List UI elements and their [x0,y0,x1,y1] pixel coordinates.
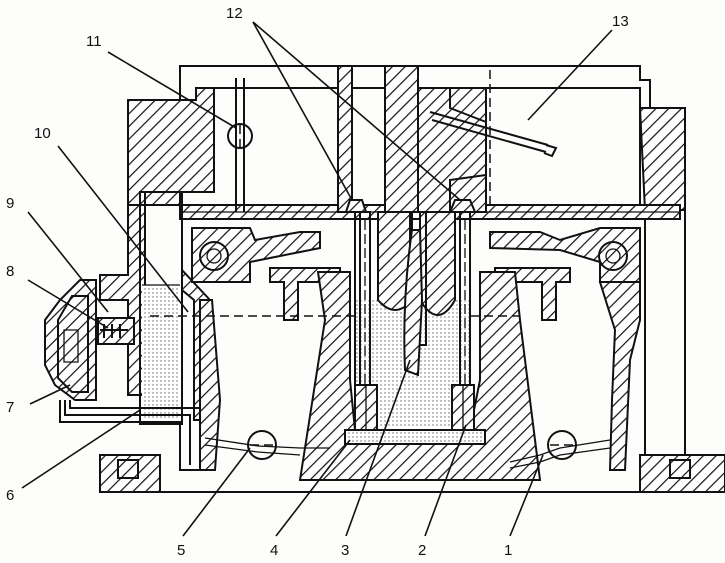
float-chamber [99,191,217,425]
label-4: 4 [270,542,278,559]
label-5: 5 [177,542,185,559]
idle-tube [227,78,253,212]
label-1: 1 [504,542,512,559]
label-9: 9 [6,195,14,212]
label-11: 11 [86,33,102,50]
idle-fuel-channel [59,400,201,471]
pump-discharge-tube [417,70,558,213]
label-13: 13 [612,13,629,30]
label-10: 10 [34,125,51,142]
label-12: 12 [226,5,243,22]
label-8: 8 [6,263,14,280]
needle-valve-assembly [44,279,135,401]
lower-throttle-body [99,210,725,493]
leader-lines [21,21,613,537]
label-6: 6 [6,487,14,504]
central-diffuser-column [298,65,542,481]
label-3: 3 [341,542,349,559]
label-2: 2 [418,542,426,559]
label-7: 7 [6,399,14,416]
callout-labels: 1 2 3 4 5 6 7 8 9 10 11 12 13 [6,5,629,559]
